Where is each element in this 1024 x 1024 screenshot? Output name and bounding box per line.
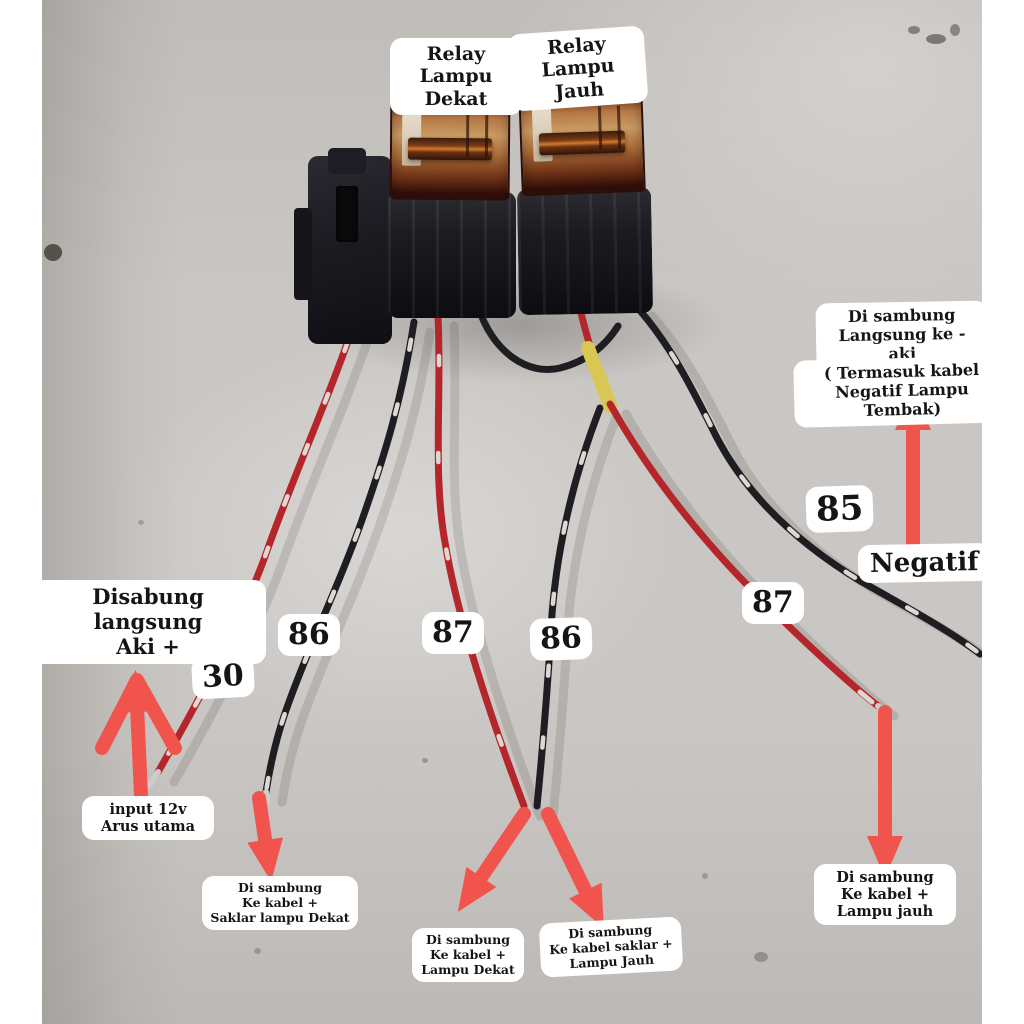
bracket-wing xyxy=(294,208,312,300)
label-pin-30: 30 xyxy=(190,654,255,700)
label-pin-85: 85 xyxy=(805,484,875,534)
label-negatif: Negatif xyxy=(857,542,991,584)
relay-contact xyxy=(466,112,470,157)
label-line: Relay xyxy=(426,43,486,65)
label-line: Lampu Dekat xyxy=(421,961,515,977)
label-termasuk-kabel: ( Termasuk kabel Negatif Lampu Tembak) xyxy=(793,355,1011,428)
relay-socket-jauh xyxy=(516,186,654,316)
relay-mounting-bracket xyxy=(294,148,392,344)
label-line: input 12v xyxy=(109,801,187,818)
label-line: Di sambung xyxy=(836,869,934,886)
floor-stain xyxy=(44,244,62,261)
label-pin-86-tengah: 86 xyxy=(529,616,593,662)
label-aki-plus: Disabung langsung Aki + xyxy=(30,580,266,665)
label-line: Ke kabel + xyxy=(430,946,506,962)
bracket-slot xyxy=(336,186,358,242)
label-pin-86-kiri: 86 xyxy=(278,614,340,656)
label-line: Lampu jauh xyxy=(836,903,934,921)
label-kabel-lampu-dekat: Di sambung Ke kabel + Lampu Dekat xyxy=(412,928,524,983)
label-line: Arus utama xyxy=(100,818,196,836)
label-kabel-lampu-jauh: Di sambung Ke kabel + Lampu jauh xyxy=(814,864,956,926)
label-line: Saklar lampu Dekat xyxy=(210,909,350,925)
relay-contact xyxy=(597,106,603,150)
label-line: Ke kabel + xyxy=(840,886,930,904)
relay-coil xyxy=(538,130,626,155)
floor-stain xyxy=(422,758,428,763)
relay-coil xyxy=(408,137,492,160)
label-line: Lampu Dekat xyxy=(419,65,493,110)
label-line: Lampu Jauh xyxy=(540,54,616,104)
floor-stain xyxy=(138,520,144,525)
relay-contact xyxy=(484,113,489,157)
label-line: Disabung langsung xyxy=(92,584,204,634)
floor-stain xyxy=(950,24,960,36)
wire-87-lampu-dekat xyxy=(434,312,528,810)
wire-86-saklar-dekat xyxy=(262,318,418,804)
floor-stain xyxy=(254,948,261,954)
relay-contact xyxy=(616,105,622,150)
wire-30-aki-plus xyxy=(146,314,360,789)
label-line: Negatif Lampu Tembak) xyxy=(834,379,970,420)
label-line: Ke kabel + xyxy=(242,894,318,910)
wire-86-saklar-jauh xyxy=(533,404,604,810)
floor-stain xyxy=(908,26,920,34)
floor-stain xyxy=(702,873,708,879)
floor-stain xyxy=(754,952,768,962)
label-pin-87-kiri: 87 xyxy=(422,612,484,654)
label-relay-lampu-jauh: Relay Lampu Jauh xyxy=(507,25,649,112)
label-pin-87-kanan: 87 xyxy=(742,582,804,624)
label-saklar-lampu-dekat: Di sambung Ke kabel + Saklar lampu Dekat xyxy=(202,876,358,931)
bracket-tab xyxy=(328,148,366,174)
label-relay-lampu-dekat: Relay Lampu Dekat xyxy=(390,38,522,116)
label-input-12v: input 12v Arus utama xyxy=(82,796,214,841)
relay-socket-dekat xyxy=(388,192,516,318)
label-kabel-saklar-lampu-jauh: Di sambung Ke kabel saklar + Lampu Jauh xyxy=(538,916,684,978)
floor-stain xyxy=(926,34,946,44)
label-line: Di sambung xyxy=(238,880,322,895)
label-line: Di sambung xyxy=(426,932,510,947)
